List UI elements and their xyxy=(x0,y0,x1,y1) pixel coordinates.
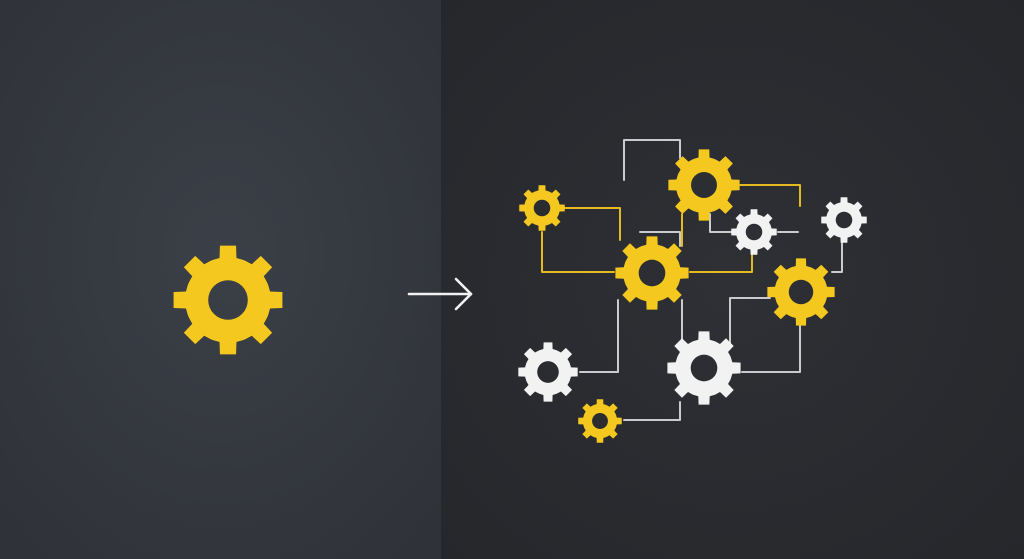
gear-white-upper-right-icon xyxy=(821,197,867,243)
connector-line xyxy=(639,231,681,247)
gear-yellow-top-icon xyxy=(668,149,740,221)
connector-line xyxy=(741,325,801,373)
connector-line xyxy=(739,184,801,207)
connector-line xyxy=(689,249,753,273)
gear-yellow-right-icon xyxy=(767,258,835,326)
gear-yellow-top-left-icon xyxy=(519,185,565,231)
gear-white-lower-left-icon xyxy=(518,342,578,402)
connector-line xyxy=(709,213,733,233)
connector-line xyxy=(623,401,681,421)
connector-line xyxy=(831,241,843,273)
gear-icon xyxy=(173,245,283,355)
single-gear xyxy=(173,245,283,355)
arrow-right-icon xyxy=(407,277,473,311)
gear-yellow-center-icon xyxy=(615,236,689,310)
right-background xyxy=(441,0,1024,559)
gear-white-upper-mid-icon xyxy=(731,209,777,255)
connector-lines xyxy=(541,139,843,421)
gear-network xyxy=(518,149,867,443)
connector-line xyxy=(623,139,681,181)
gear-white-lower-center-icon xyxy=(667,331,741,405)
connector-line xyxy=(579,299,619,373)
connector-line xyxy=(559,207,621,241)
connector-line xyxy=(729,297,771,347)
connector-line xyxy=(541,231,615,273)
gear-yellow-bottom-icon xyxy=(578,399,622,443)
